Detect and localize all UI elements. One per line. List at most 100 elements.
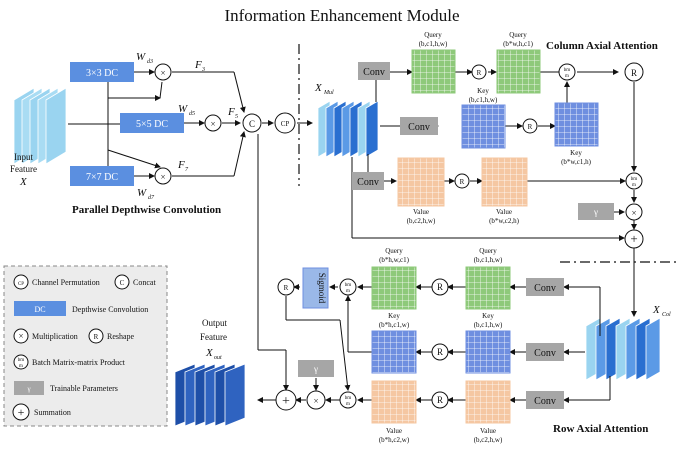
row-conv-key-label: Conv [534,348,556,359]
row-conv-key [526,343,564,361]
col-conv-query-label: Conv [363,67,385,78]
input-feature-stack [13,87,67,165]
mult-op-5-symbol: × [210,119,215,129]
row-reshape-out-symbol: R [284,284,289,292]
row-bmm-v-bot: m [346,402,350,407]
row-query2-l1: Query [385,247,403,255]
row-reshape-value [431,391,449,409]
col-value1-l1: Value [413,208,429,216]
col-value-reshaped-grid [481,157,528,207]
legend-reshape-icon [88,328,104,344]
col-key1-l2: (b,c1,h,w) [469,96,498,104]
mult-op-3-symbol: × [160,68,165,78]
f7-sub: 7 [185,167,189,173]
col-key2-l2: (b*w,c1,h) [561,158,592,166]
legend-dc-box-label: DC [34,305,45,314]
legend-cp-label: Channel Permutation [32,278,100,287]
dc-7x7-box [70,166,134,186]
row-reshape-query-symbol: R [437,282,443,292]
concat-op-symbol: C [249,119,255,129]
xcol-sub: Col [662,312,671,318]
xcol-label: X [652,304,661,316]
dc-5x5-label: 5×5 DC [136,119,168,130]
legend-sum-icon [12,403,30,421]
row-reshape-key [431,343,449,361]
row-heading: Row Axial Attention [553,423,648,435]
row-value1-l2: (b,c2,h,w) [474,436,503,444]
legend-mult-icon [13,328,29,344]
col-conv-value [352,172,384,190]
legend-cp-symbol: CP [18,282,24,287]
f3-label: F [194,59,202,71]
row-bmm-v-top: bm [345,396,352,401]
col-gamma-param [578,203,614,220]
col-key1-l1: Key [477,87,489,95]
legend-param-symbol: γ [26,385,30,393]
col-reshape-out [624,62,644,82]
col-reshape-value-symbol: R [460,178,465,186]
w-d7-label: W [137,187,147,199]
col-query1-l1: Query [424,31,442,39]
legend-cp-icon [13,274,29,290]
col-reshape-key [522,118,538,134]
col-reshape-out-symbol: R [631,68,637,78]
row-sum [275,389,297,411]
row-query1-l2: (b,c1,h,w) [474,256,503,264]
row-bmm-v [339,391,357,409]
row-key-reshaped-grid [371,330,417,374]
col-gamma-symbol: γ [593,207,598,217]
input-label-1: Input [14,152,33,162]
legend-reshape-symbol: R [94,333,99,341]
f5-sub: 5 [235,114,238,120]
legend-concat-icon [114,274,130,290]
row-bmm-qk-top: bm [345,283,352,288]
legend-bmm-icon [13,354,29,370]
dc-3x3-label: 3×3 DC [86,68,118,79]
legend-panel [3,265,168,427]
mult-op-7 [154,167,172,185]
input-label-2: Feature [10,164,37,174]
col-bmm-qk-top: bm [564,68,571,73]
w-d5-sub: d5 [189,111,195,117]
legend-mult-label: Multiplication [32,332,78,341]
col-key-grid [461,104,506,149]
col-bmm-qk-bot: m [565,74,569,79]
col-query2-l1: Query [509,31,527,39]
row-value2-l1: Value [386,427,402,435]
col-bmm-v-top: bm [631,177,638,182]
col-reshape-query [471,64,487,80]
legend-sum-symbol: + [18,405,25,419]
col-reshape-query-symbol: R [477,69,482,77]
col-value1-l2: (b,c2,h,w) [407,217,436,225]
col-value2-l2: (b*w,c2,h) [489,217,520,225]
input-label-x: X [19,176,28,188]
col-sum [624,229,644,249]
xmul-sub: Mul [323,90,334,96]
row-reshape-value-symbol: R [437,395,443,405]
channel-permutation-symbol: CP [281,120,290,128]
row-value-reshaped-grid [371,380,417,424]
output-label-1: Output [202,318,228,328]
legend-mult-symbol: × [18,331,23,341]
row-gamma-symbol: γ [313,364,318,374]
mult-op-7-symbol: × [160,172,165,182]
row-sigmoid-label: Sigmoid [317,273,327,304]
row-value1-l1: Value [480,427,496,435]
col-query-reshaped-grid [496,49,541,94]
output-feature-stack [174,363,246,427]
w-d3-label: W [136,51,146,63]
legend-concat-label: Concat [133,278,156,287]
col-mult-gamma-symbol: × [631,208,636,218]
legend-dc-label: Depthwise Convolution [72,305,148,314]
row-conv-query [526,278,564,296]
output-label-x: X [205,347,214,359]
legend-dc-icon [14,301,66,316]
w-d3-sub: d3 [147,59,153,65]
row-sum-symbol: + [282,394,290,409]
col-query1-l2: (b,c1,h,w) [419,40,448,48]
f5-label: F [227,106,235,118]
col-conv-key-label: Conv [408,122,430,133]
row-gamma-param [298,360,334,377]
row-conv-query-label: Conv [534,283,556,294]
